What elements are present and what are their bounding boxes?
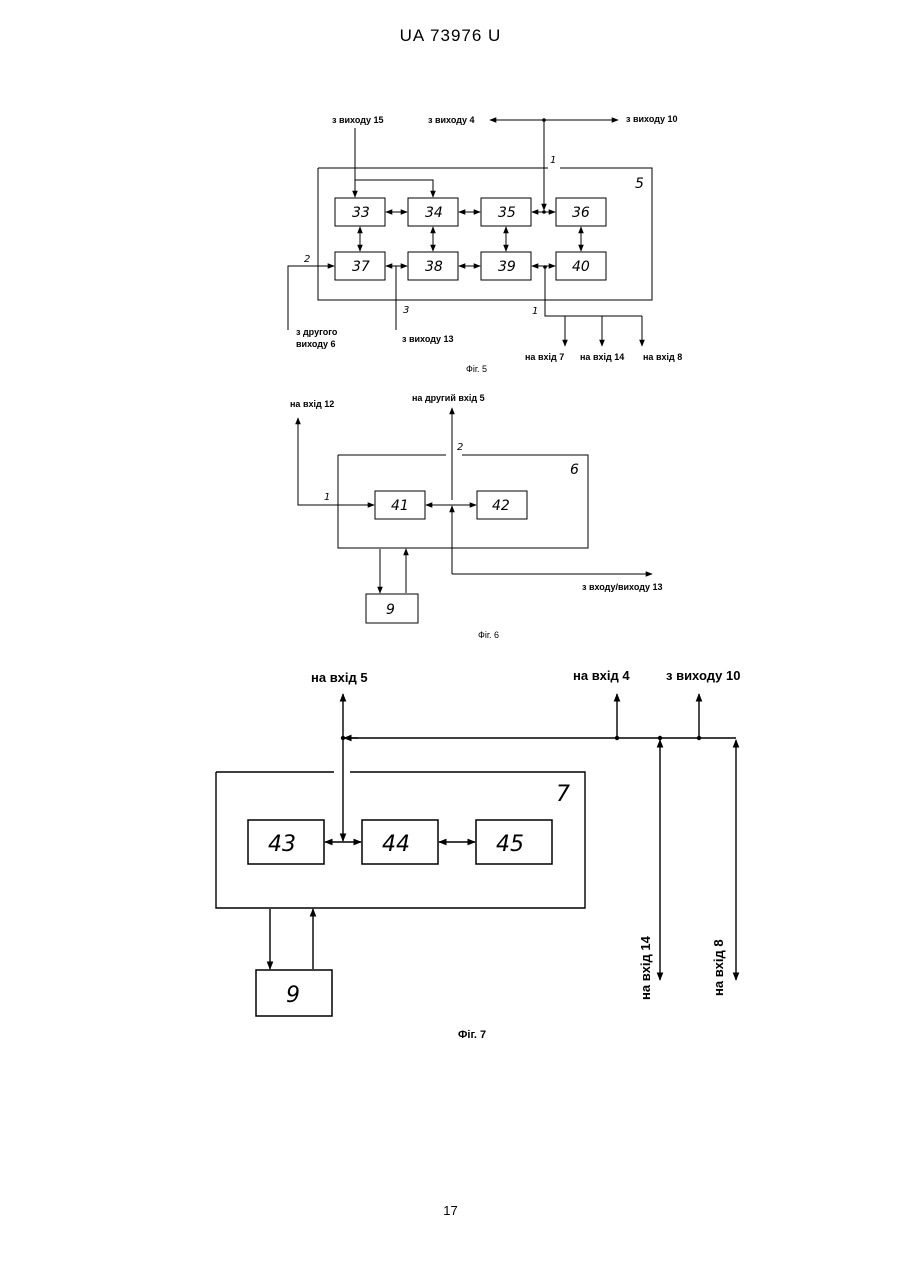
- block-36-label: 36: [572, 205, 590, 221]
- fig5-port-left: 2: [304, 254, 310, 265]
- block-41-label: 41: [391, 498, 409, 514]
- fig7-to-in8: на вхід 8: [711, 939, 726, 996]
- block-38-label: 38: [425, 259, 443, 275]
- fig6-to-in12: на вхід 12: [290, 399, 334, 409]
- fig5-port-bottom: 3: [403, 305, 409, 316]
- figure-6: 41 42 9 6 1 2 на вхід 12 на другий вхід …: [290, 393, 663, 640]
- fig6-to-second-in5: на другий вхід 5: [412, 393, 485, 403]
- fig6-port-top: 2: [457, 442, 463, 453]
- fig7-caption: Фіг. 7: [458, 1029, 486, 1041]
- block-45-label: 45: [496, 832, 524, 857]
- fig7-frame-label: 7: [556, 782, 570, 807]
- fig6-from-io13: з входу/виходу 13: [582, 582, 663, 592]
- block-42-label: 42: [492, 498, 510, 514]
- block-9-fig7-label: 9: [286, 983, 300, 1008]
- figure-7: 43 44 45 9 7 на вхід 5 на вхід 4 з виход…: [216, 668, 740, 1041]
- fig7-to-in14: на вхід 14: [638, 935, 653, 1000]
- block-43-label: 43: [268, 832, 296, 857]
- fig5-from-second-out6-line2: виходу 6: [296, 339, 336, 349]
- fig7-to-in4: на вхід 4: [573, 668, 630, 683]
- fig5-from-second-out6-line1: з другого: [296, 327, 338, 337]
- fig6-frame-label: 6: [570, 462, 579, 478]
- block-34-label: 34: [425, 205, 443, 221]
- fig5-from-out13: з виходу 13: [402, 334, 454, 344]
- fig7-from-out10: з виходу 10: [666, 668, 740, 683]
- fig5-to-in14: на вхід 14: [580, 352, 624, 362]
- fig5-frame-label: 5: [635, 176, 644, 192]
- page-number: 17: [0, 1203, 901, 1218]
- block-35-label: 35: [498, 205, 516, 221]
- fig5-from-out4: з виходу 4: [428, 115, 475, 125]
- block-44-label: 44: [382, 832, 410, 857]
- block-40-label: 40: [572, 259, 590, 275]
- fig5-from-out10: з виходу 10: [626, 114, 678, 124]
- block-37-label: 37: [352, 259, 370, 275]
- block-9-fig6-label: 9: [386, 602, 395, 618]
- fig5-to-in7: на вхід 7: [525, 352, 564, 362]
- fig5-port-top: 1: [550, 155, 556, 166]
- fig5-caption: Фіг. 5: [466, 364, 487, 374]
- fig5-to-in8: на вхід 8: [643, 352, 682, 362]
- block-39-label: 39: [498, 259, 516, 275]
- fig5-port-bottom-right: 1: [532, 306, 538, 317]
- fig6-port-left: 1: [324, 492, 330, 503]
- figure-5: 33 34 35 36 37 38 39 40 5 1 2 3: [288, 114, 682, 374]
- fig5-from-out15: з виходу 15: [332, 115, 384, 125]
- fig6-caption: Фіг. 6: [478, 630, 499, 640]
- fig7-to-in5: на вхід 5: [311, 670, 368, 685]
- block-33-label: 33: [352, 205, 370, 221]
